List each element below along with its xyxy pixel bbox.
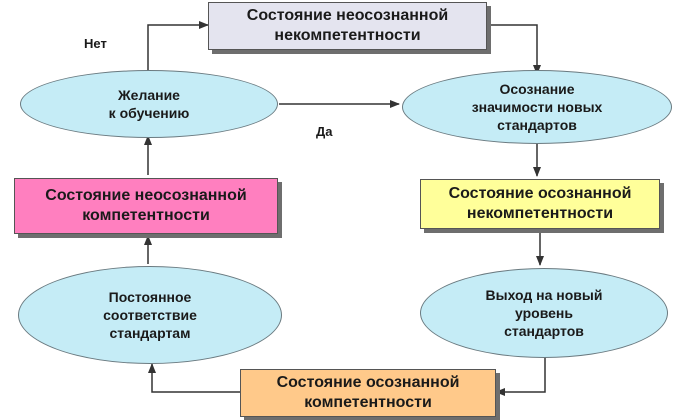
node-unconscious-incompetence: Состояние неосознанной некомпетентности bbox=[208, 2, 487, 50]
node-constant-compliance-label: Постоянное соответствие стандартам bbox=[103, 289, 197, 341]
node-constant-compliance: Постоянное соответствие стандартам bbox=[18, 266, 282, 364]
node-unconscious-competence-label: Состояние неосознанной компетентности bbox=[45, 187, 247, 224]
node-awareness-of-standards-label: Осознание значимости новых стандартов bbox=[471, 81, 603, 133]
arrow-new-level-to-conscious-competence bbox=[495, 355, 546, 396]
node-conscious-competence-label: Состояние осознанной компетентности bbox=[276, 374, 460, 411]
node-new-standard-level: Выход на новый уровень стандартов bbox=[420, 268, 668, 358]
node-conscious-competence: Состояние осознанной компетентности bbox=[240, 369, 496, 417]
arrow-desire-to-unconscious-incompetence bbox=[147, 21, 209, 78]
node-unconscious-competence: Состояние неосознанной компетентности bbox=[14, 178, 278, 234]
node-desire-to-learn: Желание к обучению bbox=[20, 70, 278, 138]
edge-label-yes: Да bbox=[316, 124, 333, 139]
arrow-unconscious-incompetence-to-awareness bbox=[487, 24, 541, 75]
node-desire-to-learn-label: Желание к обучению bbox=[108, 87, 190, 121]
arrow-conscious-competence-to-compliance bbox=[148, 363, 240, 393]
node-unconscious-incompetence-label: Состояние неосознанной некомпетентности bbox=[246, 7, 449, 44]
node-new-standard-level-label: Выход на новый уровень стандартов bbox=[485, 287, 603, 339]
edge-label-no: Нет bbox=[84, 36, 107, 51]
node-conscious-incompetence: Состояние осознанной некомпетентности bbox=[420, 179, 660, 229]
node-awareness-of-standards: Осознание значимости новых стандартов bbox=[402, 70, 672, 144]
node-conscious-incompetence-label: Состояние осознанной некомпетентности bbox=[448, 185, 632, 222]
